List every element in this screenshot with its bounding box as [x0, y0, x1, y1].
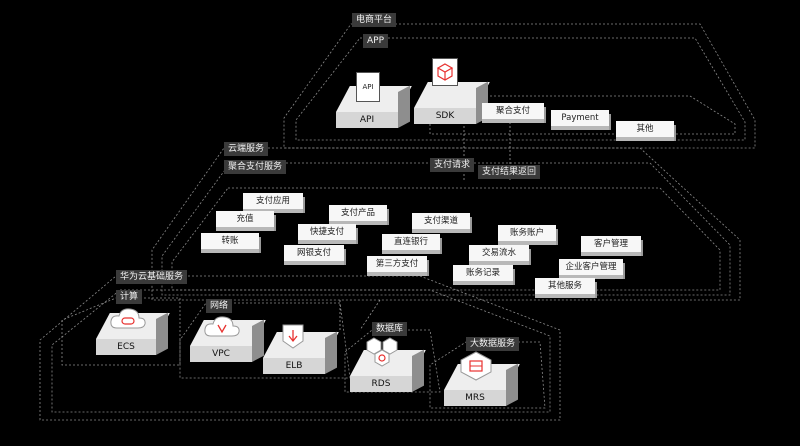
bigdata-area [429, 341, 546, 409]
cloud-layer-mid [161, 162, 731, 296]
chip-payment[interactable]: Payment [551, 110, 609, 126]
mrs-box-label: MRS [444, 390, 506, 406]
aggregate-service-label: 聚合支付服务 [224, 160, 287, 174]
mrs-box[interactable]: MRS [444, 363, 520, 406]
ecs-box[interactable]: ECS [96, 312, 170, 355]
chip-account-record[interactable]: 账务记录 [453, 265, 513, 281]
chip-recharge[interactable]: 充值 [216, 211, 274, 227]
chip-direct-bank[interactable]: 直连银行 [382, 234, 440, 250]
sdk-package-icon [432, 58, 458, 86]
cloud-label: 云端服务 [224, 142, 269, 156]
compute-area [61, 297, 181, 366]
api-document-icon: API [356, 72, 380, 102]
app-label: APP [363, 34, 389, 48]
elb-box-label: ELB [263, 358, 325, 374]
ecs-box-label: ECS [96, 339, 156, 355]
platform-label: 电商平台 [352, 13, 397, 27]
chip-payment-product[interactable]: 支付产品 [329, 205, 387, 221]
infra-layer-outer [39, 275, 561, 421]
vpc-box-label: VPC [190, 346, 252, 362]
mrs-bigdata-icon [458, 350, 494, 382]
network-area [179, 302, 351, 379]
database-label: 数据库 [372, 322, 408, 336]
platform-layer-outer [283, 23, 756, 149]
cloud-layer-outer [151, 147, 741, 301]
rds-database-icon [364, 334, 400, 370]
chip-customer-mgmt[interactable]: 客户管理 [581, 236, 641, 252]
api-box[interactable]: API [336, 85, 412, 128]
infra-label: 华为云基础服务 [116, 270, 188, 284]
bigdata-label: 大数据服务 [466, 337, 520, 351]
flow-result-label: 支付结果返回 [478, 165, 541, 179]
vpc-cloud-icon [202, 312, 242, 340]
ecs-cloud-icon [108, 304, 148, 332]
chip-transfer[interactable]: 转账 [201, 233, 259, 249]
chip-enterprise-customer[interactable]: 企业客户管理 [559, 259, 623, 275]
chip-online-bank-pay[interactable]: 网银支付 [284, 245, 344, 261]
rds-box[interactable]: RDS [350, 349, 426, 392]
compute-label: 计算 [116, 290, 143, 304]
chip-aggregate-payment[interactable]: 聚合支付 [482, 103, 544, 119]
platform-layer-inner [429, 95, 736, 135]
api-box-label: API [336, 112, 398, 128]
chip-account[interactable]: 账务账户 [498, 225, 556, 241]
cloud-layer-inner [171, 187, 721, 291]
chip-other-services[interactable]: 其他服务 [535, 278, 595, 294]
chip-third-party-pay[interactable]: 第三方支付 [367, 256, 427, 272]
chip-transaction-flow[interactable]: 交易流水 [469, 245, 529, 261]
chip-other[interactable]: 其他 [616, 121, 674, 137]
flow-request-label: 支付请求 [430, 158, 475, 172]
database-area [344, 329, 441, 393]
sdk-box-label: SDK [414, 108, 476, 124]
chip-payment-app[interactable]: 支付应用 [243, 193, 303, 209]
elb-box[interactable]: ELB [263, 331, 339, 374]
sdk-box[interactable]: SDK [414, 81, 490, 124]
chip-payment-channel[interactable]: 支付渠道 [412, 213, 470, 229]
chip-quick-pay[interactable]: 快捷支付 [298, 224, 356, 240]
elb-balancer-icon [279, 321, 307, 351]
network-label: 网络 [206, 299, 233, 313]
vpc-box[interactable]: VPC [190, 319, 266, 362]
infra-layer-mid [51, 289, 551, 413]
rds-box-label: RDS [350, 376, 412, 392]
